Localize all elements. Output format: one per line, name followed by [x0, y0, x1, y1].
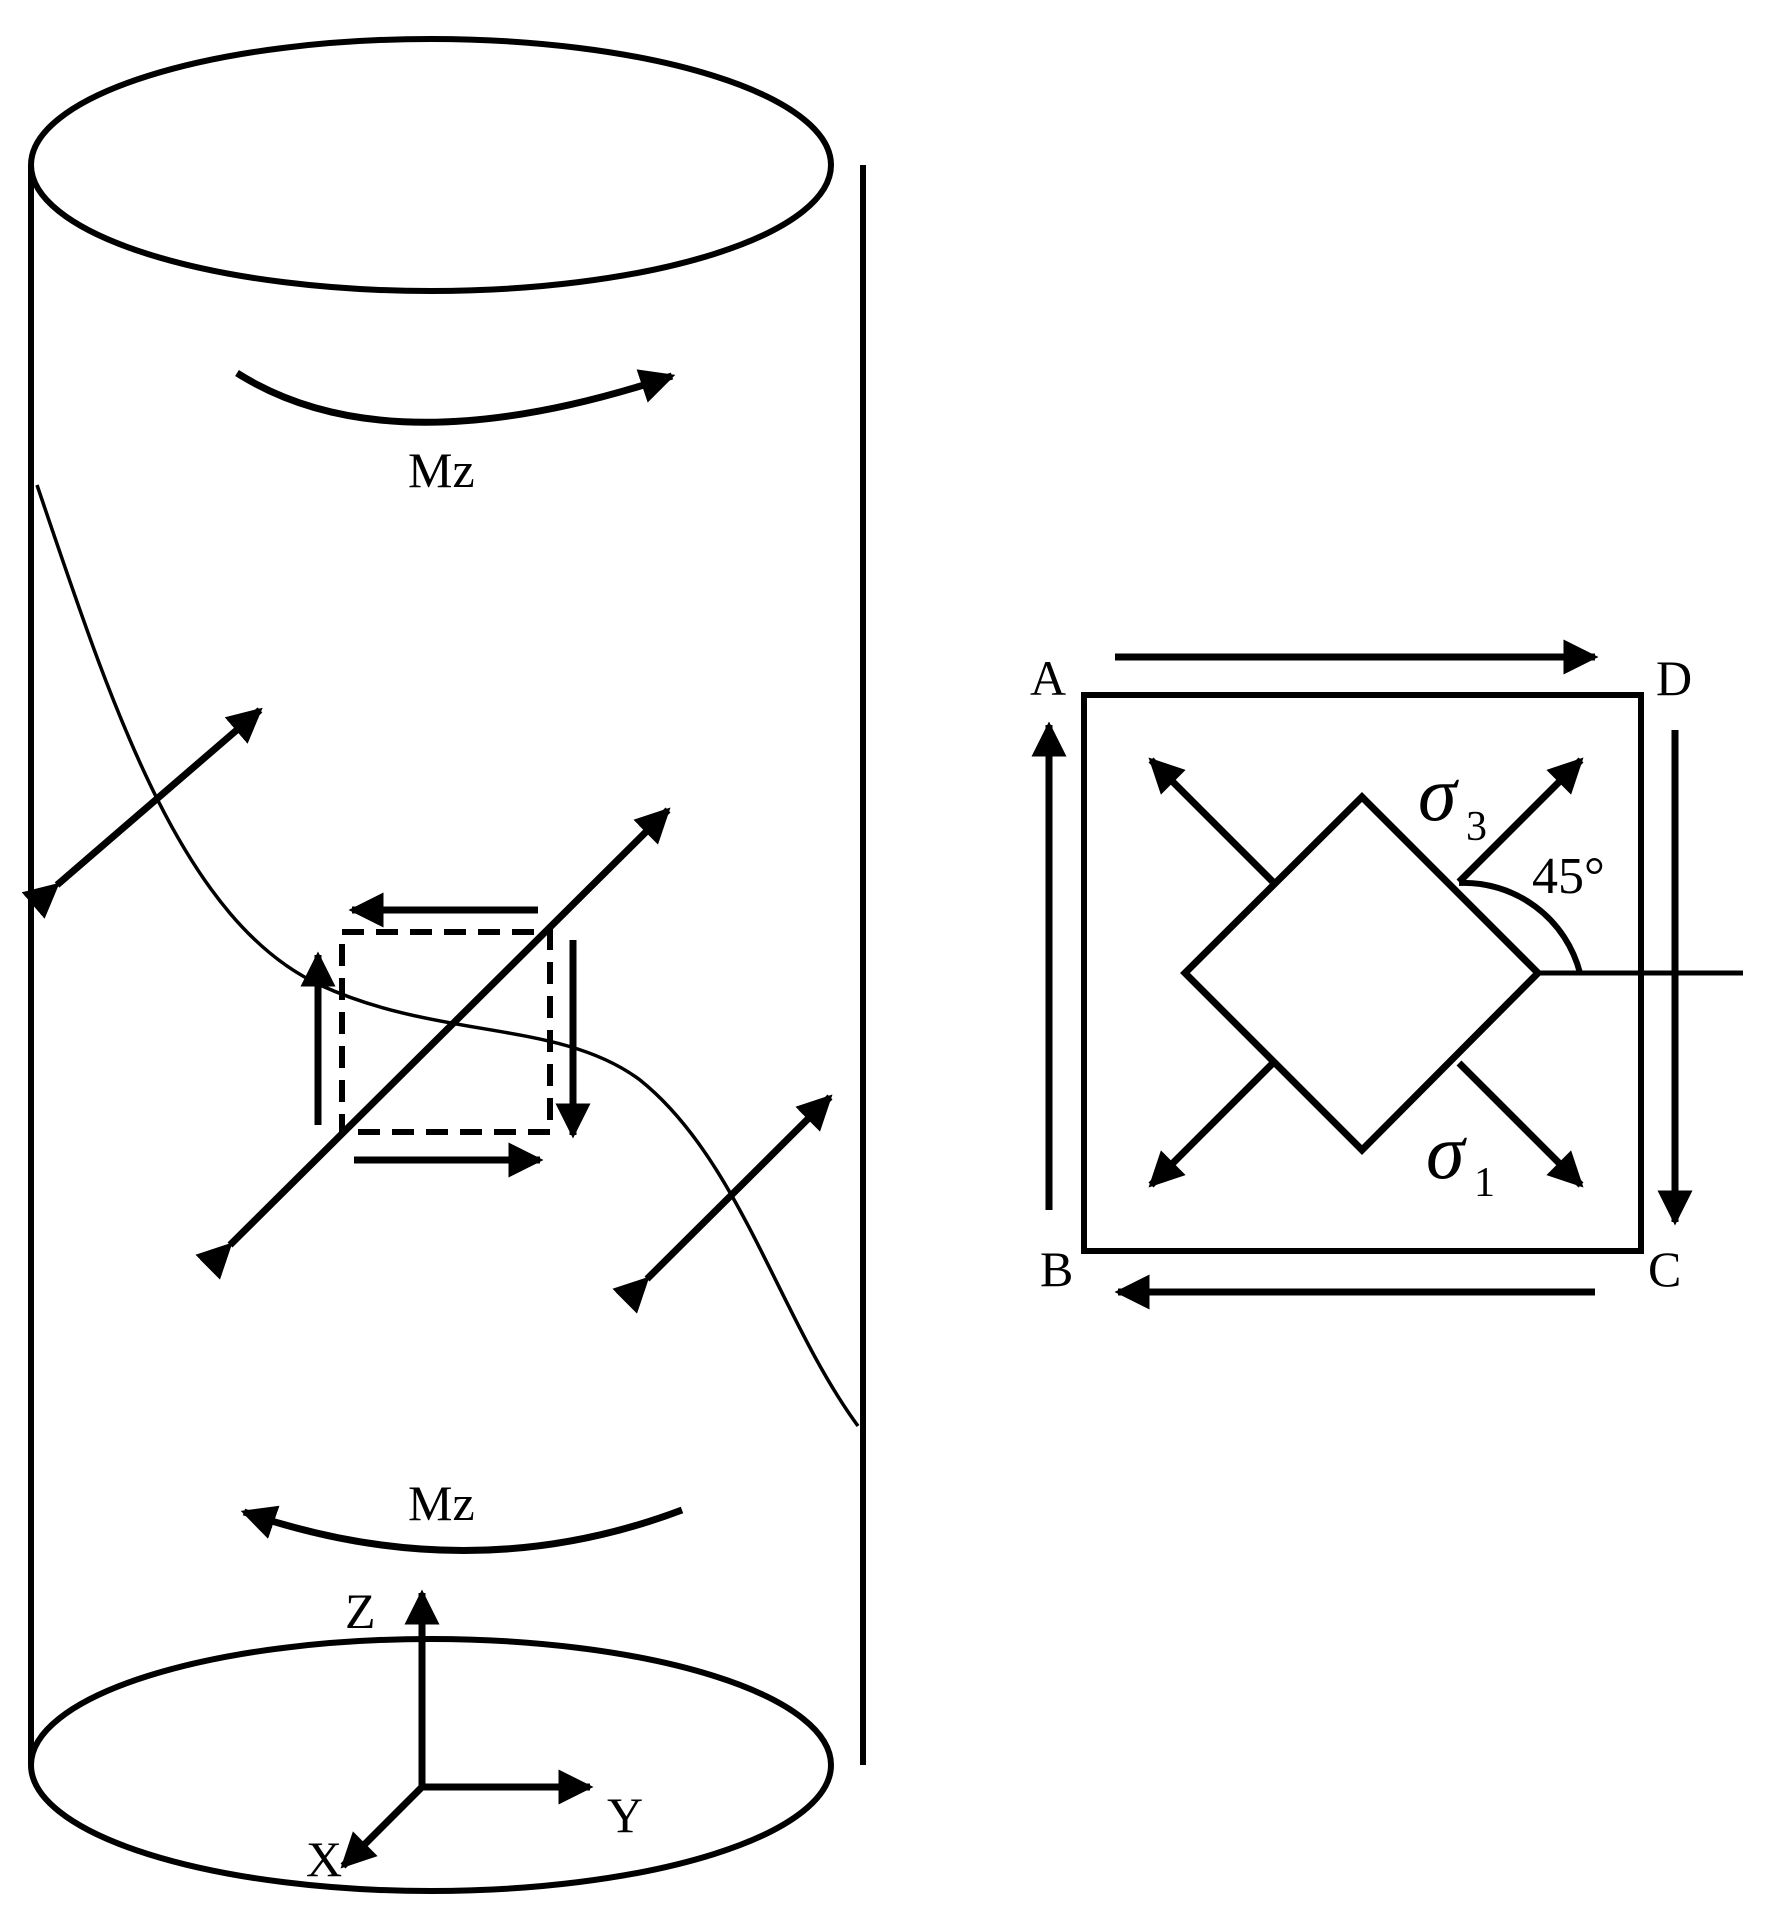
torque-arrow-top: [235, 369, 676, 426]
cylinder-bottom-ellipse: [28, 1636, 834, 1894]
sigma1-arrow-lower-right: [1456, 1060, 1584, 1188]
sigma3-label: σ 3: [1418, 750, 1487, 850]
coordinate-axes: [340, 1589, 594, 1869]
principal-stress-arrows: [1148, 757, 1584, 1188]
x-axis-label: X: [306, 1831, 342, 1887]
helical-fracture-curve: [35, 484, 860, 1428]
corner-label-d: D: [1656, 650, 1692, 706]
moment-label-bottom: Mz: [408, 1475, 475, 1531]
cylinder: [28, 36, 866, 1894]
stress-element-dashed: [339, 929, 553, 1135]
moment-label-top: Mz: [408, 442, 475, 498]
y-axis-label: Y: [607, 1787, 643, 1843]
cylinder-top-ellipse: [28, 36, 834, 294]
element-shear-arrows: [300, 892, 591, 1178]
rotated-principal-element: [1180, 792, 1543, 1155]
double-arrow-upper-left: [21, 707, 263, 919]
sigma1-label: σ 1: [1426, 1108, 1495, 1206]
z-axis-label: Z: [345, 1583, 376, 1639]
sigma3-arrow-upper-right: [1456, 757, 1584, 885]
square-shear-arrows: [1031, 639, 1693, 1310]
sigma1-symbol: σ: [1426, 1108, 1467, 1195]
double-arrow-lower-right: [612, 1094, 833, 1314]
sigma1-arrow-upper-left: [1148, 757, 1276, 885]
sigma3-symbol: σ: [1418, 750, 1459, 837]
x-axis-arrow: [340, 1784, 425, 1869]
corner-label-b: B: [1040, 1241, 1073, 1297]
sigma1-subscript: 1: [1474, 1160, 1495, 1206]
corner-label-a: A: [1030, 650, 1066, 706]
sigma3-subscript: 3: [1466, 804, 1487, 850]
corner-label-c: C: [1648, 1241, 1681, 1297]
double-arrow-center: [195, 807, 671, 1280]
cylinder-stress-arrows: [21, 707, 833, 1314]
angle-arc-45: [1458, 879, 1583, 974]
sigma3-arrow-lower-left: [1148, 1060, 1276, 1188]
torque-arrow-bottom: [240, 1505, 684, 1554]
angle-label: 45°: [1532, 848, 1605, 905]
